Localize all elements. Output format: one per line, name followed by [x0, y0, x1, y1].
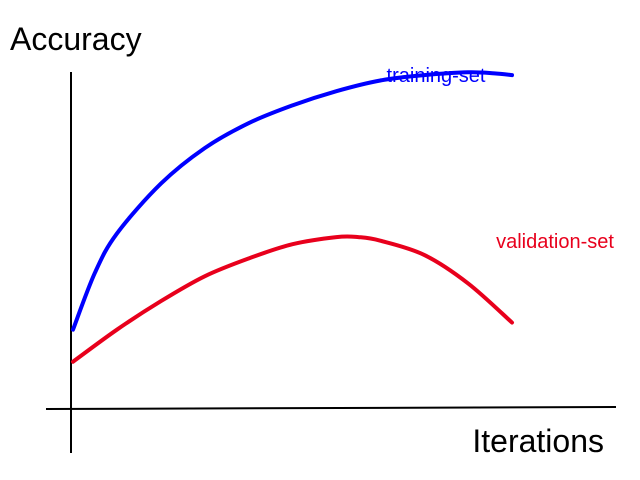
- series-line-validation-set: [71, 234, 514, 364]
- x-axis-title: Iterations: [472, 423, 604, 459]
- series-label-validation-set: validation-set: [496, 231, 614, 253]
- series-line-training-set: [71, 70, 514, 332]
- y-axis-title: Accuracy: [10, 21, 142, 57]
- series-label-training-set: training-set: [387, 65, 486, 87]
- series-layer: [71, 70, 514, 364]
- x-axis-line: [45, 406, 617, 410]
